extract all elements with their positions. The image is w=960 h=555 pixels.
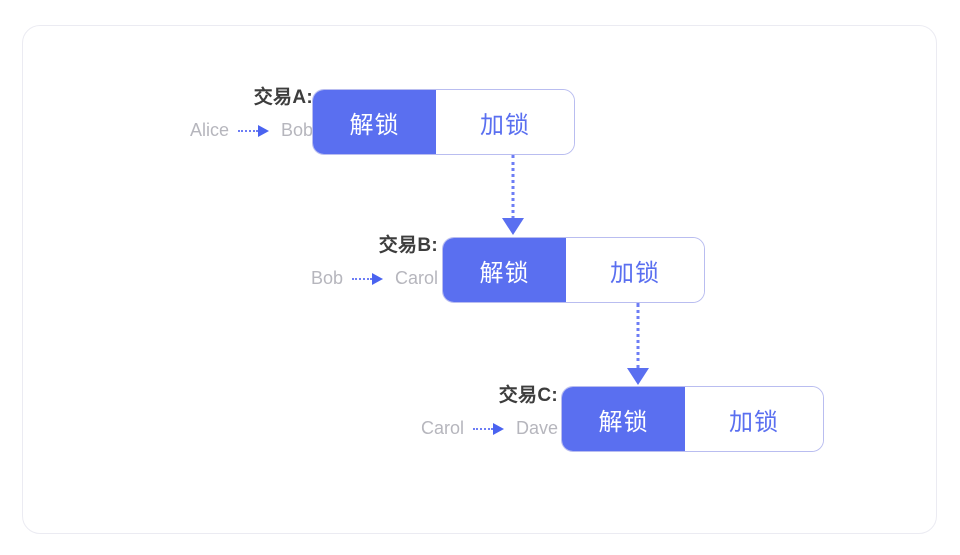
transaction-c-from: Carol bbox=[420, 417, 464, 438]
arrow-line bbox=[237, 129, 258, 132]
arrow-head bbox=[492, 422, 504, 435]
transaction-a-title: 交易A: bbox=[253, 87, 313, 108]
dotted-arrow-icon bbox=[237, 124, 272, 137]
connector-line bbox=[636, 303, 640, 369]
transaction-a-pill[interactable]: 解锁 加锁 bbox=[312, 89, 575, 155]
transaction-b-labels: 交易B: Bob Carol bbox=[278, 235, 438, 289]
transaction-c-labels: 交易C: Carol Dave bbox=[398, 385, 558, 439]
transaction-c-parties: Carol Dave bbox=[398, 417, 558, 439]
transaction-c-to: Dave bbox=[515, 417, 558, 438]
transaction-b-parties: Bob Carol bbox=[278, 267, 438, 289]
transaction-b-lock-segment[interactable]: 加锁 bbox=[566, 238, 704, 302]
transaction-a-labels: 交易A: Alice Bob bbox=[153, 87, 313, 141]
transaction-a-from: Alice bbox=[189, 119, 229, 140]
transaction-b-from: Bob bbox=[310, 267, 343, 288]
connector-a-to-b bbox=[500, 155, 526, 237]
diagram-card: 交易A: Alice Bob 解锁 加锁 bbox=[22, 25, 937, 534]
transaction-c-unlock-segment[interactable]: 解锁 bbox=[562, 387, 686, 451]
arrow-line bbox=[472, 427, 493, 430]
connector-b-to-c bbox=[625, 303, 651, 388]
transaction-b-title: 交易B: bbox=[378, 235, 438, 256]
arrow-head bbox=[371, 272, 383, 285]
transaction-a-unlock-segment[interactable]: 解锁 bbox=[313, 90, 437, 154]
transaction-c-pill[interactable]: 解锁 加锁 bbox=[561, 386, 824, 452]
dotted-arrow-icon bbox=[472, 422, 507, 435]
connector-line bbox=[511, 155, 515, 219]
transaction-a-parties: Alice Bob bbox=[153, 119, 313, 141]
transaction-b-to: Carol bbox=[394, 267, 438, 288]
dotted-arrow-icon bbox=[351, 272, 386, 285]
connector-arrowhead bbox=[502, 218, 524, 235]
arrow-line bbox=[351, 277, 372, 280]
transaction-c-title: 交易C: bbox=[498, 385, 558, 406]
connector-arrowhead bbox=[627, 368, 649, 385]
transaction-b-unlock-segment[interactable]: 解锁 bbox=[443, 238, 567, 302]
arrow-head bbox=[257, 124, 269, 137]
transaction-c-lock-segment[interactable]: 加锁 bbox=[685, 387, 823, 451]
transaction-a-lock-segment[interactable]: 加锁 bbox=[436, 90, 574, 154]
transaction-a-to: Bob bbox=[280, 119, 313, 140]
transaction-b-pill[interactable]: 解锁 加锁 bbox=[442, 237, 705, 303]
